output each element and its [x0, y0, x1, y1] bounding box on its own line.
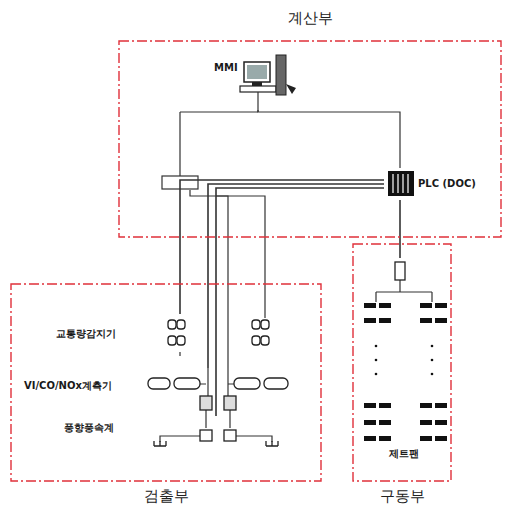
component-label: VI/CO/NOx계측기: [24, 380, 112, 392]
mmi-terminal: MMI: [210, 54, 300, 110]
meter-wire: [207, 368, 208, 396]
sensor-wire: [179, 352, 180, 356]
computer-icon: [240, 55, 296, 112]
component-label: PLC (DOC): [418, 178, 476, 190]
traffic-sensor-icons: [168, 320, 269, 345]
wire-connector: [399, 200, 401, 258]
component-label: 교통량감지기: [56, 328, 116, 340]
drive-device: [395, 262, 405, 280]
plc-icon: [388, 171, 414, 196]
plc-controller: PLC (DOC): [384, 168, 480, 200]
region-heading: 계산부: [118, 10, 502, 27]
component-label: 제트팬: [360, 448, 448, 460]
bus-wire: [180, 112, 258, 177]
region-heading: 검출부: [10, 488, 322, 505]
computing-region: 계산부MMIPLC (DOC): [118, 40, 502, 238]
jet-fan-icons: [364, 303, 447, 441]
fan-wire: [376, 280, 432, 302]
traffic-sensor-group: 교통량감지기: [50, 314, 285, 352]
anemometer-group: 풍향풍속계: [50, 416, 290, 452]
anemometer-wire: [206, 410, 230, 428]
wire-connector: [208, 184, 384, 368]
detection-region: 검출부교통량감지기VI/CO/NOx계측기풍향풍속계: [10, 283, 322, 482]
region-outline: [352, 243, 452, 482]
drive-region: 구동부제트팬: [352, 243, 452, 482]
region-outline: [118, 40, 502, 238]
anemometer-wire: [160, 436, 272, 442]
meter-wire: [227, 368, 228, 396]
component-label: MMI: [214, 62, 238, 74]
wire-connector: [258, 110, 400, 168]
region-heading: 구동부: [352, 488, 452, 505]
anemometer-icons: [154, 430, 278, 446]
jet-fan-group: 제트팬: [360, 258, 448, 470]
wires: [160, 112, 432, 442]
meter-group: VI/CO/NOx계측기: [20, 368, 305, 412]
meter-wire: [200, 383, 234, 384]
wire-connector: [216, 188, 384, 416]
meter-wire: [216, 196, 228, 368]
meter-icons: [148, 378, 288, 410]
component-label: 풍향풍속계: [64, 422, 114, 434]
